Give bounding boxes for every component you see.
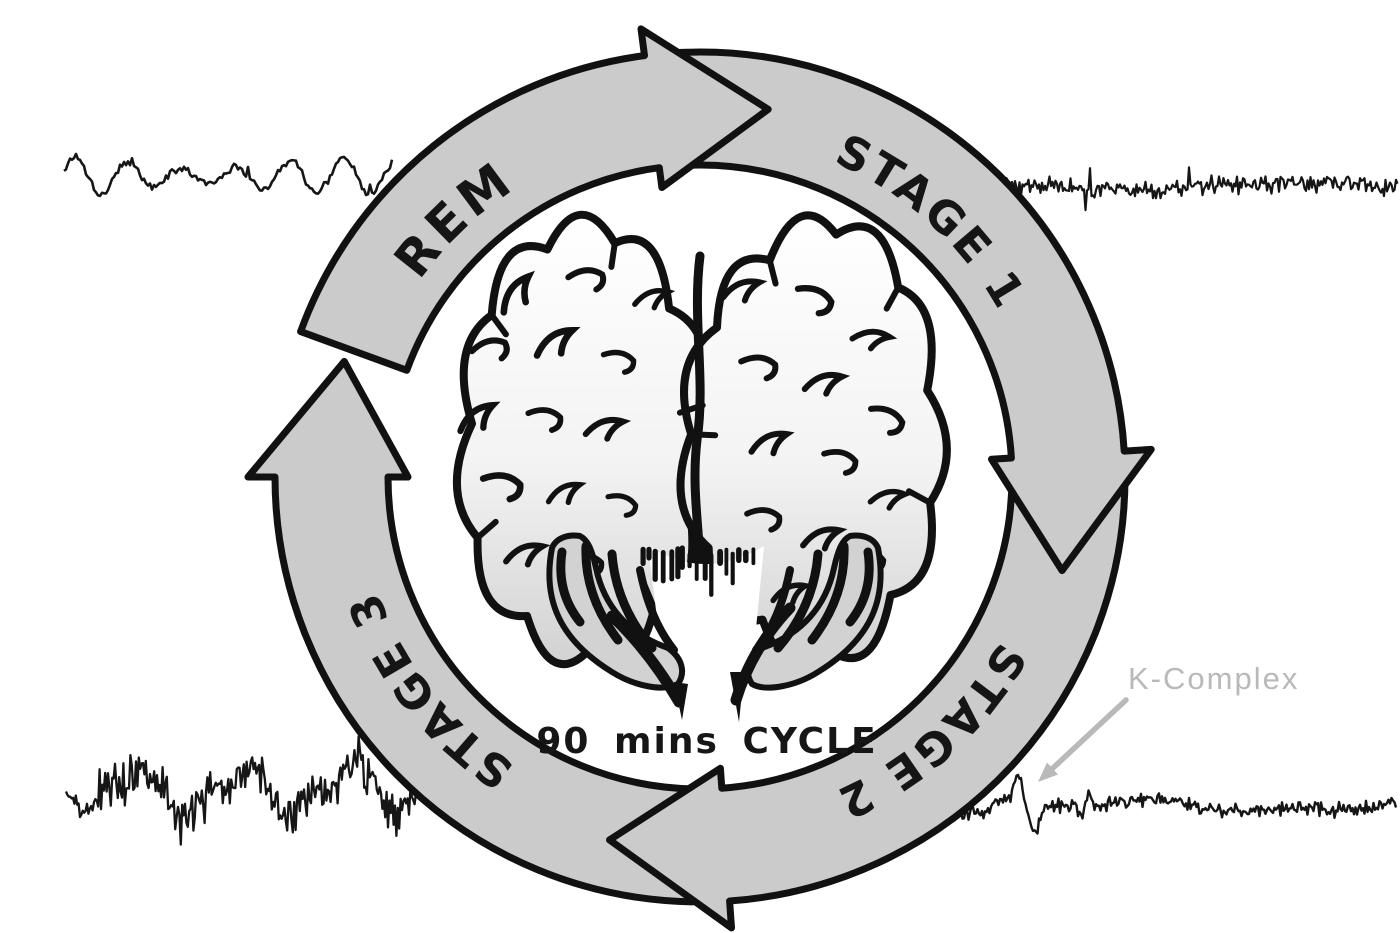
cycle-arrow-ring: [244, 25, 1155, 932]
k-complex-annotation: K-Complex: [1038, 661, 1299, 782]
rem-eeg-waveform: [63, 152, 394, 198]
cycle-arrow-stage3: [244, 357, 699, 906]
stage2-eeg-waveform: [957, 773, 1398, 835]
cycle-duration-caption: 90 mins CYCLE: [536, 721, 877, 762]
brain-longitudinal-fissure: [690, 251, 705, 605]
brain-fringe-bristles: [640, 545, 756, 597]
brain-illustration: [453, 210, 951, 722]
cycle-arrow-stage2: [606, 473, 1129, 932]
cycle-arrow-rem: [297, 25, 772, 374]
stage3-eeg-waveform: [64, 735, 423, 846]
k-complex-arrow: [1038, 697, 1129, 782]
brainstem: [606, 602, 796, 722]
cycle-arrow-stage1: [659, 48, 1155, 575]
stage1-eeg-waveform: [1005, 166, 1399, 212]
k-complex-label: K-Complex: [1128, 661, 1299, 696]
